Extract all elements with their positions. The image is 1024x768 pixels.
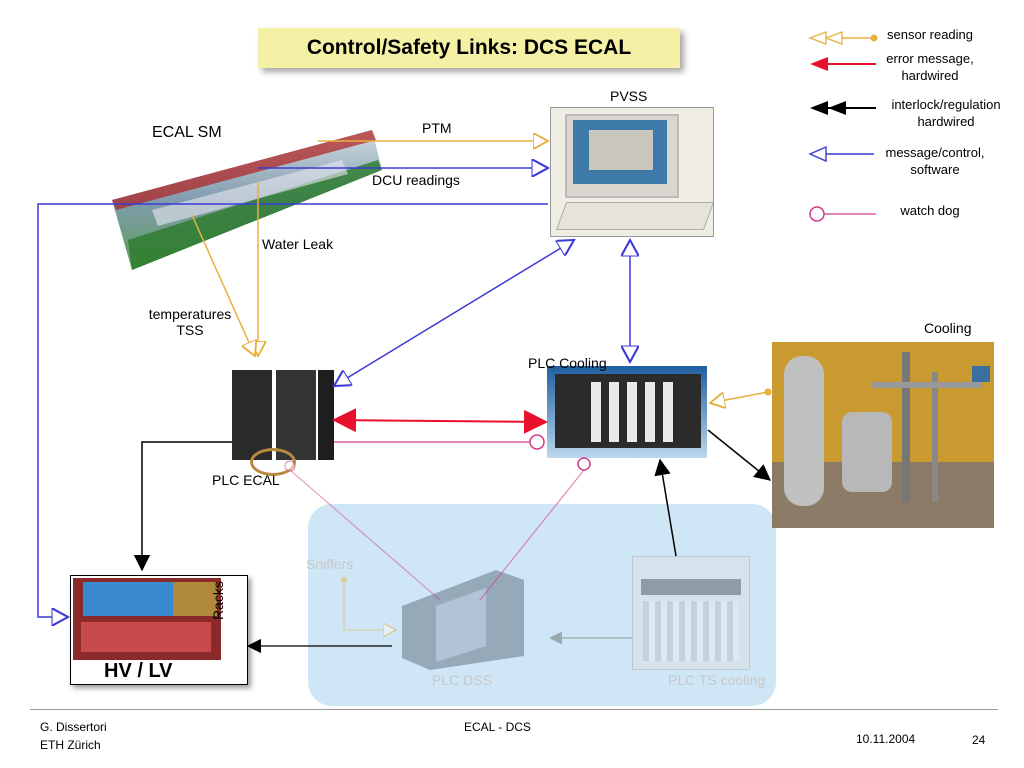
plc-dss-image [396,566,528,670]
legend-watch-dog: watch dog [900,203,960,218]
watchdog-dss-cooling [479,469,585,601]
pvss-hvlv-link [37,203,548,617]
label-temperatures: temperatures TSS [148,306,232,338]
legend-symbols [808,31,878,222]
plc-ecal-hvlv-interlock [133,441,232,572]
dss-region [308,504,776,706]
label-plc-dss: PLC DSS [432,672,492,688]
label-sniffers: Sniffers [306,556,354,572]
sniffers-link [343,580,396,630]
footer-divider [30,709,998,710]
slide-title: Control/Safety Links: DCS ECAL [258,28,680,68]
footer-center-title: ECAL - DCS [464,720,531,734]
label-hv-lv: HV / LV [104,660,173,682]
legend-error-message: error message, hardwired [886,51,974,83]
label-ptm: PTM [422,120,452,136]
plc-ecal-image [232,370,334,476]
footer-institution: ETH Zürich [40,738,101,752]
label-plc-ecal: PLC ECAL [212,472,280,488]
ecal-sm-image [92,110,392,280]
legend-message-control: message/control, software [885,145,985,177]
hv-lv-box [70,575,248,685]
plc-ts-cooling-image [632,556,750,670]
ecal-sm-graphic [112,130,382,270]
pvss-computer-image [550,107,714,237]
label-water-leak: Water Leak [262,236,334,252]
watchdog-dss-ecal [289,469,441,601]
label-dcu-readings: DCU readings [372,172,460,188]
footer-page-number: 24 [972,733,986,747]
legend-interlock: interlock/regulation hardwired [891,97,1001,129]
footer-date: 10.11.2004 [856,732,916,746]
temperatures-link [191,214,255,356]
plc-cooling-regulation [707,429,772,481]
racks-image [73,578,221,660]
cooling-plant-image [772,342,994,528]
slide-title-text: Control/Safety Links: DCS ECAL [306,36,632,59]
label-cooling: Cooling [924,320,972,336]
label-plc-ts-cooling: PLC TS cooling [668,672,766,688]
pvss-plc-ecal-link [334,240,574,386]
label-pvss: PVSS [610,88,648,104]
footer-author: G. Dissertori [40,720,107,734]
ts-cooling-plc-cooling [654,458,677,557]
label-racks: Racks [210,581,226,620]
label-plc-cooling: PLC Cooling [528,355,607,371]
cooling-sensor-link [710,391,769,403]
legend-sensor-reading: sensor reading [887,27,973,42]
label-ecal-sm: ECAL SM [152,124,222,141]
error-link [332,408,548,434]
